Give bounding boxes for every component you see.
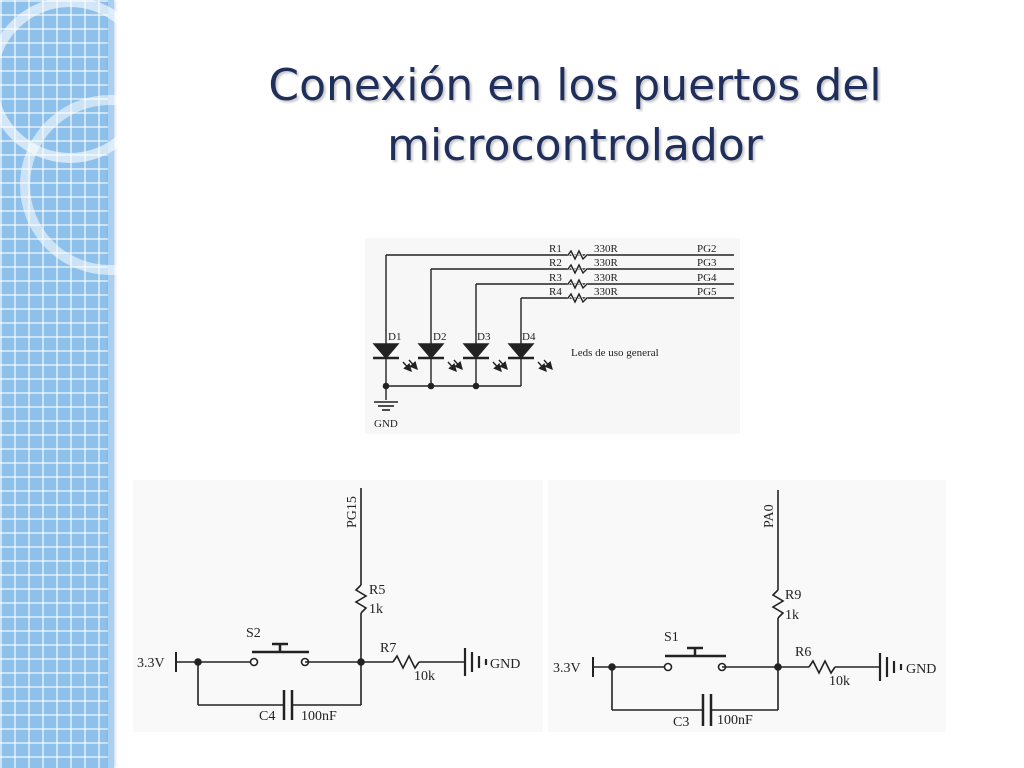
cap-name-c4: C4 [259,709,275,724]
cap-value-c4: 100nF [301,709,337,724]
resistor-value-r2: 330R [594,257,619,269]
cap-name-c3: C3 [673,715,689,730]
resistor-label-r3: R3 [549,272,562,284]
right-button-panel [548,480,946,732]
pullup-value-r9: 1k [785,608,799,623]
port-label-pg4: PG4 [697,272,717,284]
resistor-value-r4: 330R [594,286,619,298]
series-value-r7: 10k [414,669,435,684]
decorative-side-band [0,0,112,768]
diode-label-d1: D1 [388,331,401,343]
ground-label: GND [374,418,398,430]
supply-label-right: 3.3V [553,661,581,676]
resistor-value-r1: 330R [594,243,619,255]
pullup-value-r5: 1k [369,602,383,617]
title-line-2: microcontrolador [387,120,763,171]
pullup-name-r9: R9 [785,588,801,603]
ground-label-left: GND [490,657,520,672]
series-name-r6: R6 [795,645,811,660]
pullup-name-r5: R5 [369,583,385,598]
series-value-r6: 10k [829,674,850,689]
led-caption: Leds de uso general [571,347,659,359]
port-label-pa0: PA0 [762,504,777,528]
diode-label-d3: D3 [477,331,491,343]
port-label-pg15: PG15 [345,496,360,528]
left-button-panel [133,480,543,732]
right-button-labels: PA0 R9 1k S1 3.3V R6 10k GND C3 100nF [553,504,936,730]
resistor-label-r1: R1 [549,243,562,255]
page-title: Conexión en los puertos del microcontrol… [150,56,1000,176]
side-band-edge [108,0,114,768]
port-label-pg3: PG3 [697,257,717,269]
switch-label-s1: S1 [664,630,679,645]
left-button-circuit [175,488,488,720]
left-button-labels: PG15 R5 1k S2 3.3V R7 10k GND C4 100nF [137,496,520,724]
resistor-value-r3: 330R [594,272,619,284]
diode-label-d4: D4 [522,331,536,343]
resistor-label-r2: R2 [549,257,562,269]
right-button-circuit [592,490,903,726]
diode-label-d2: D2 [433,331,446,343]
title-line-1: Conexión en los puertos del [268,60,882,111]
led-circuit [365,238,740,434]
led-circuit-labels: R1 330R PG2 R2 330R PG3 R3 330R PG4 R4 3… [374,243,717,430]
ground-label-right: GND [906,662,936,677]
switch-label-s2: S2 [246,626,261,641]
decorative-rings [0,0,130,275]
resistor-label-r4: R4 [549,286,562,298]
port-label-pg5: PG5 [697,286,717,298]
series-name-r7: R7 [380,641,396,656]
port-label-pg2: PG2 [697,243,717,255]
supply-label-left: 3.3V [137,656,165,671]
cap-value-c3: 100nF [717,713,753,728]
